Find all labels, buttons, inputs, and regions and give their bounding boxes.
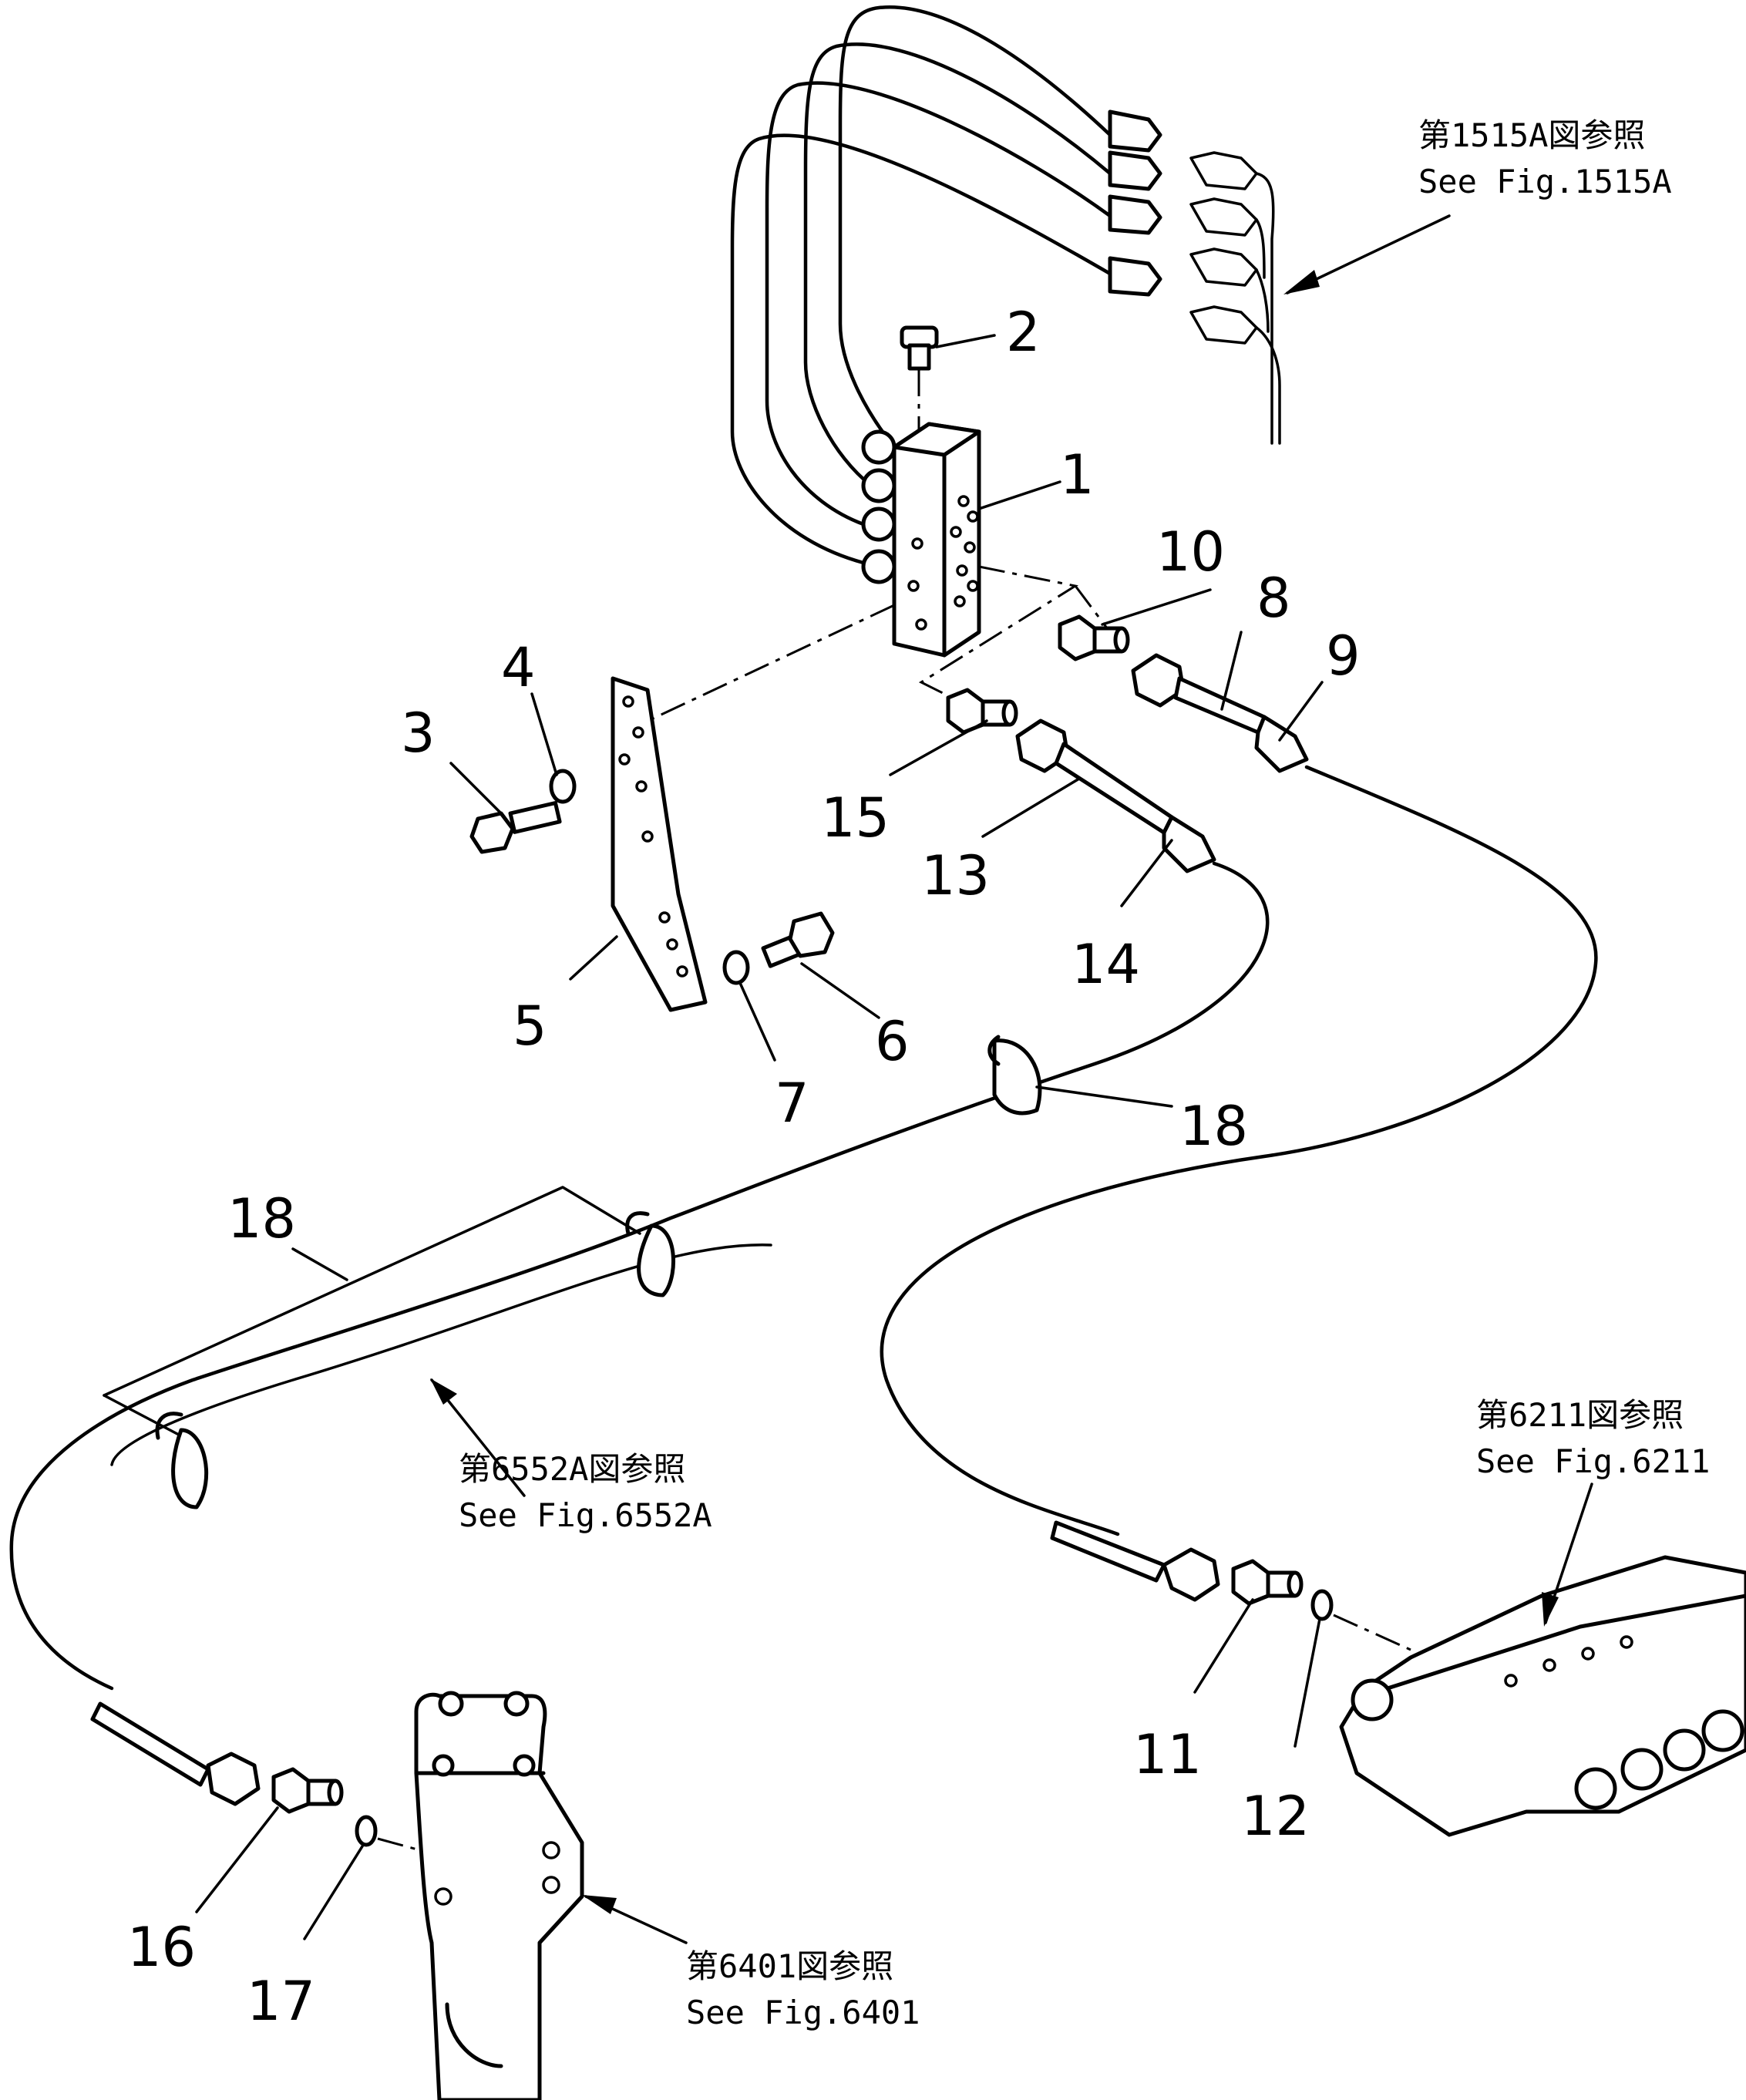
callout-17: 17 — [247, 1970, 315, 2033]
callout-1: 1 — [1060, 443, 1095, 506]
part-3-bolt — [469, 801, 562, 854]
svg-text:第1515A図参照: 第1515A図参照 — [1418, 116, 1645, 154]
part-1-manifold-block — [861, 422, 981, 658]
callout-2: 2 — [1006, 301, 1041, 364]
callout-7: 7 — [775, 1072, 809, 1135]
reference-label-6401: 第6401図参照 See Fig.6401 — [686, 1947, 920, 2031]
part-8-hose-fitting — [1131, 653, 1309, 773]
control-valve — [1339, 1555, 1746, 1837]
callout-4: 4 — [501, 636, 536, 699]
callout-15: 15 — [821, 786, 890, 850]
svg-text:See Fig.6211: See Fig.6211 — [1476, 1442, 1710, 1480]
callout-3: 3 — [401, 702, 436, 765]
callout-8: 8 — [1257, 567, 1291, 630]
part-2-plug — [900, 325, 939, 432]
svg-text:第6211図参照: 第6211図参照 — [1476, 1396, 1684, 1434]
reference-label-1515a: 第1515A図参照 See Fig.1515A — [1418, 116, 1672, 200]
upper-hose-bundle — [730, 5, 1162, 565]
reference-label-6552a: 第6552A図参照 See Fig.6552A — [459, 1450, 712, 1534]
hose-end-fitting-16 — [90, 1701, 261, 1806]
callout-16: 16 — [127, 1916, 196, 1979]
part-18-clamp — [155, 1412, 209, 1509]
callout-6: 6 — [875, 1010, 910, 1073]
callout-10: 10 — [1156, 520, 1225, 584]
callout-5: 5 — [513, 994, 547, 1058]
callout-18: 18 — [1179, 1095, 1248, 1158]
part-4-washer — [549, 769, 577, 804]
part-15-adapter — [946, 688, 1018, 735]
part-12-o-ring — [1310, 1589, 1334, 1621]
mating-connectors — [1189, 151, 1281, 445]
part-16-adapter — [271, 1767, 344, 1814]
hose-6552a — [110, 1244, 772, 1466]
reference-label-6211: 第6211図参照 See Fig.6211 — [1476, 1396, 1710, 1480]
part-11-adapter — [1231, 1559, 1304, 1606]
callout-9: 9 — [1326, 624, 1361, 688]
callout-numbers: 1 2 3 4 5 6 7 8 9 10 11 12 13 14 15 16 1… — [127, 301, 1361, 2033]
part-18-clamp — [625, 1211, 675, 1297]
svg-text:See Fig.1515A: See Fig.1515A — [1418, 163, 1672, 200]
clamp-group-outline — [103, 1186, 641, 1397]
callout-11: 11 — [1133, 1723, 1202, 1786]
hose-end-fitting-11 — [1050, 1520, 1220, 1602]
hose-14-to-16 — [9, 861, 1270, 1691]
part-10-adapter — [1058, 614, 1130, 661]
svg-text:第6401図参照: 第6401図参照 — [686, 1947, 893, 1985]
svg-text:第6552A図参照: 第6552A図参照 — [459, 1450, 685, 1488]
steering-valve — [414, 1691, 584, 2100]
callout-13: 13 — [921, 844, 990, 907]
callout-14: 14 — [1071, 933, 1140, 996]
part-5-bracket — [611, 676, 708, 1012]
part-18-clamp — [987, 1035, 1042, 1116]
callout-12: 12 — [1241, 1785, 1310, 1848]
part-13-hose-fitting — [1015, 719, 1216, 873]
callout-18: 18 — [227, 1187, 296, 1250]
svg-text:See Fig.6552A: See Fig.6552A — [459, 1496, 712, 1534]
part-7-washer — [722, 950, 750, 985]
hose-9-to-11 — [880, 765, 1598, 1536]
leader-lines — [195, 214, 1593, 1944]
svg-text:See Fig.6401: See Fig.6401 — [686, 1994, 920, 2031]
part-17-o-ring — [355, 1815, 378, 1847]
part-6-bolt — [761, 911, 835, 968]
